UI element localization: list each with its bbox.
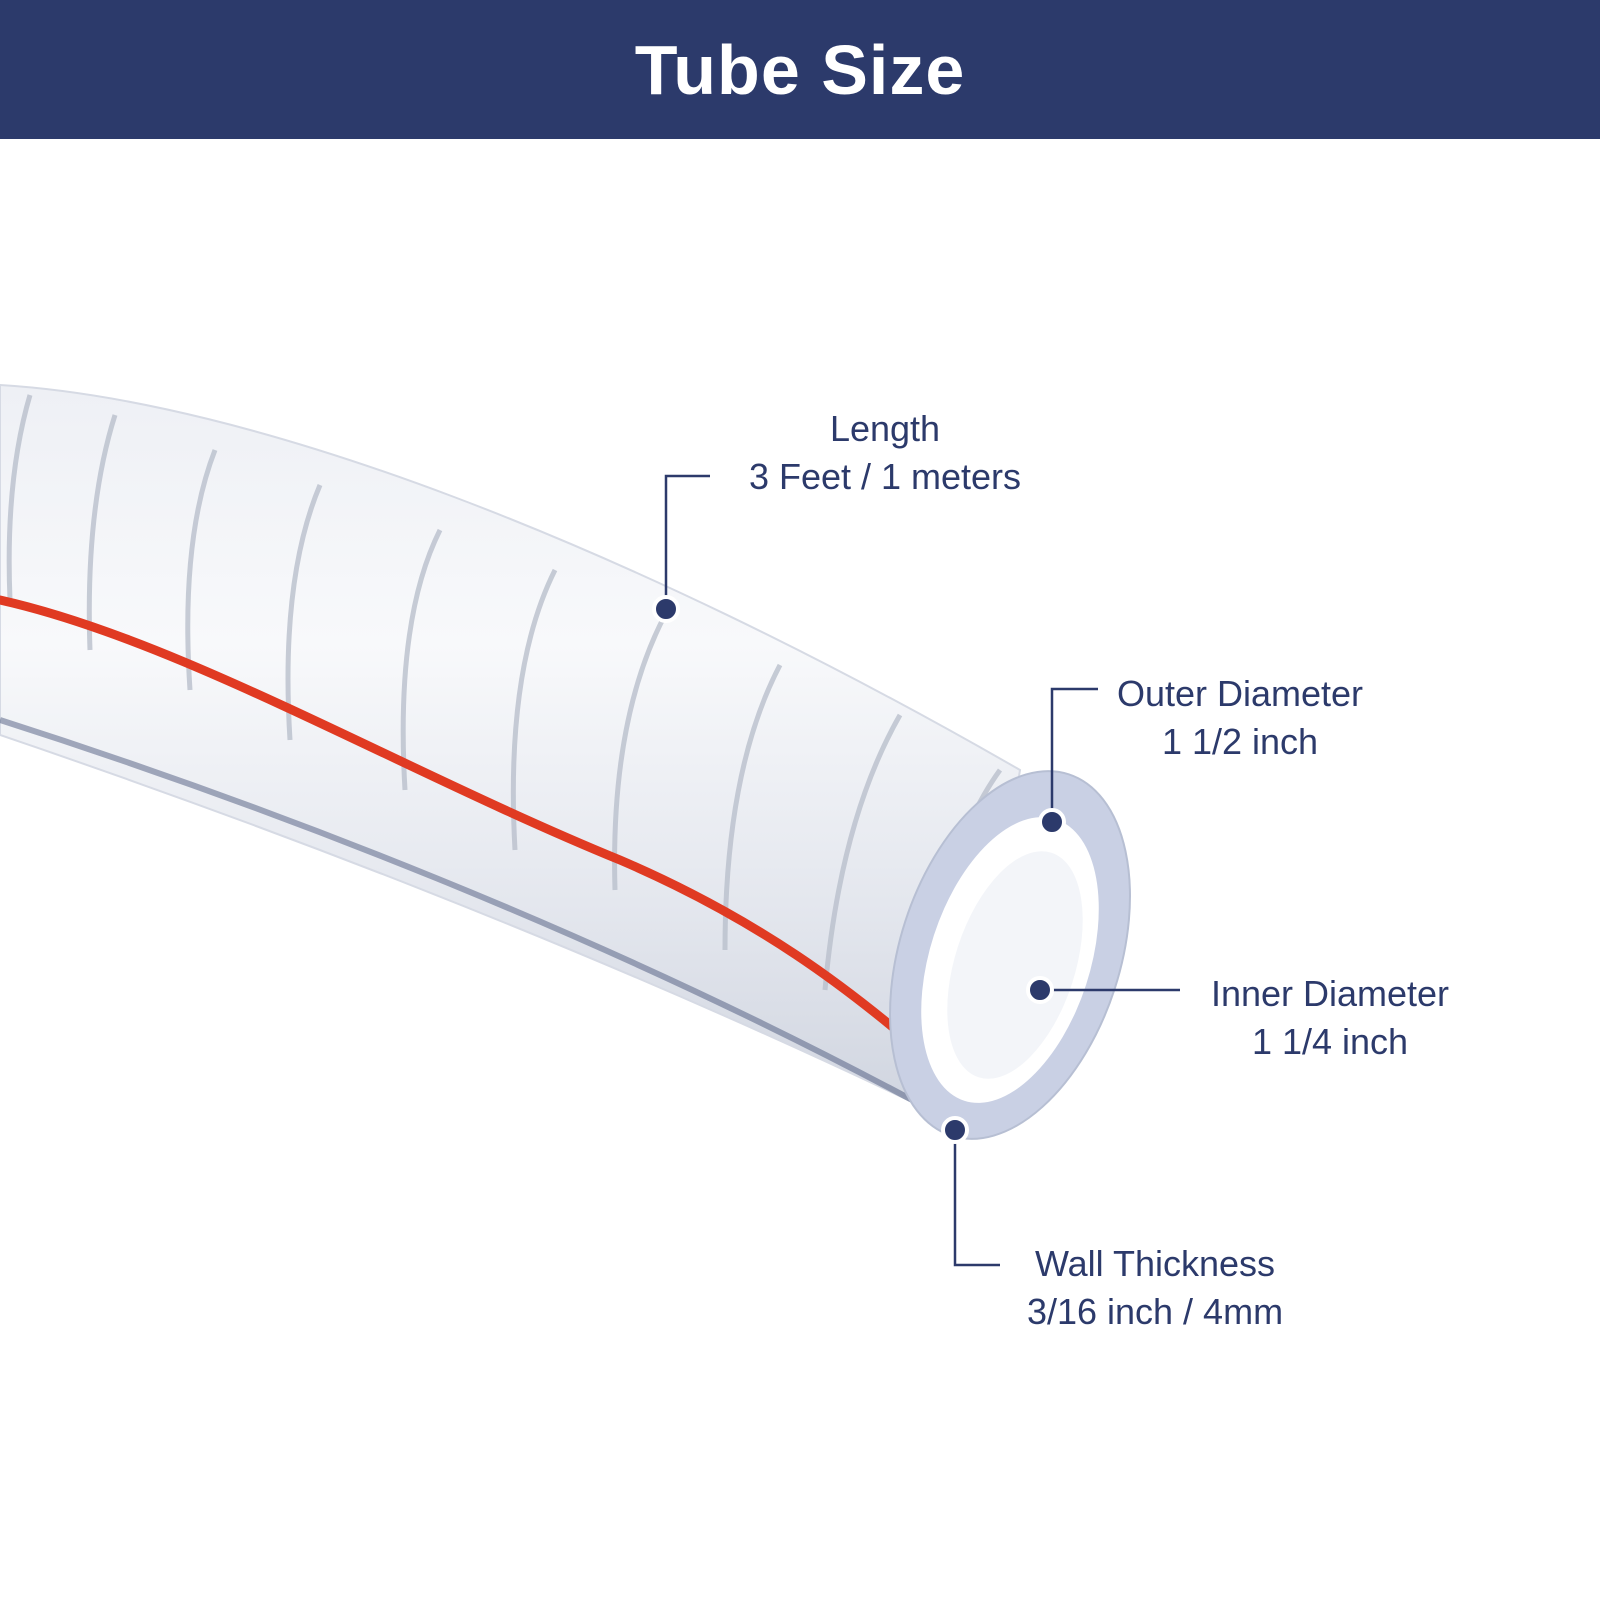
wall-thickness-label: Wall Thickness 3/16 inch / 4mm [1000,1240,1310,1336]
page-title: Tube Size [634,30,966,109]
length-value: 3 Feet / 1 meters [748,456,1022,497]
wall-thickness-leader-line [953,1130,1000,1267]
outer-diameter-label: Outer Diameter 1 1/2 inch [1095,670,1385,766]
length-name: Length [829,408,941,449]
length-marker-icon [652,595,680,623]
inner-diameter-value: 1 1/4 inch [1251,1021,1409,1062]
outer-diameter-leader-line [1050,687,1098,822]
inner-diameter-label: Inner Diameter 1 1/4 inch [1185,970,1475,1066]
reinforcement-ribs [6,394,1003,1051]
outer-diameter-value: 1 1/2 inch [1161,721,1319,762]
inner-diameter-marker-icon [1026,976,1054,1004]
length-label: Length 3 Feet / 1 meters [720,405,1050,501]
tube-end-icon [889,770,1131,1140]
header-bar: Tube Size [0,0,1600,139]
wall-thickness-value: 3/16 inch / 4mm [1026,1291,1284,1332]
tube-icon [0,383,1131,1140]
wall-thickness-name: Wall Thickness [1034,1243,1276,1284]
red-stripe [0,595,925,1055]
wall-thickness-marker-icon [941,1116,969,1144]
length-leader-line [664,474,710,610]
outer-diameter-name: Outer Diameter [1116,673,1364,714]
inner-diameter-name: Inner Diameter [1210,973,1450,1014]
outer-diameter-marker-icon [1038,808,1066,836]
